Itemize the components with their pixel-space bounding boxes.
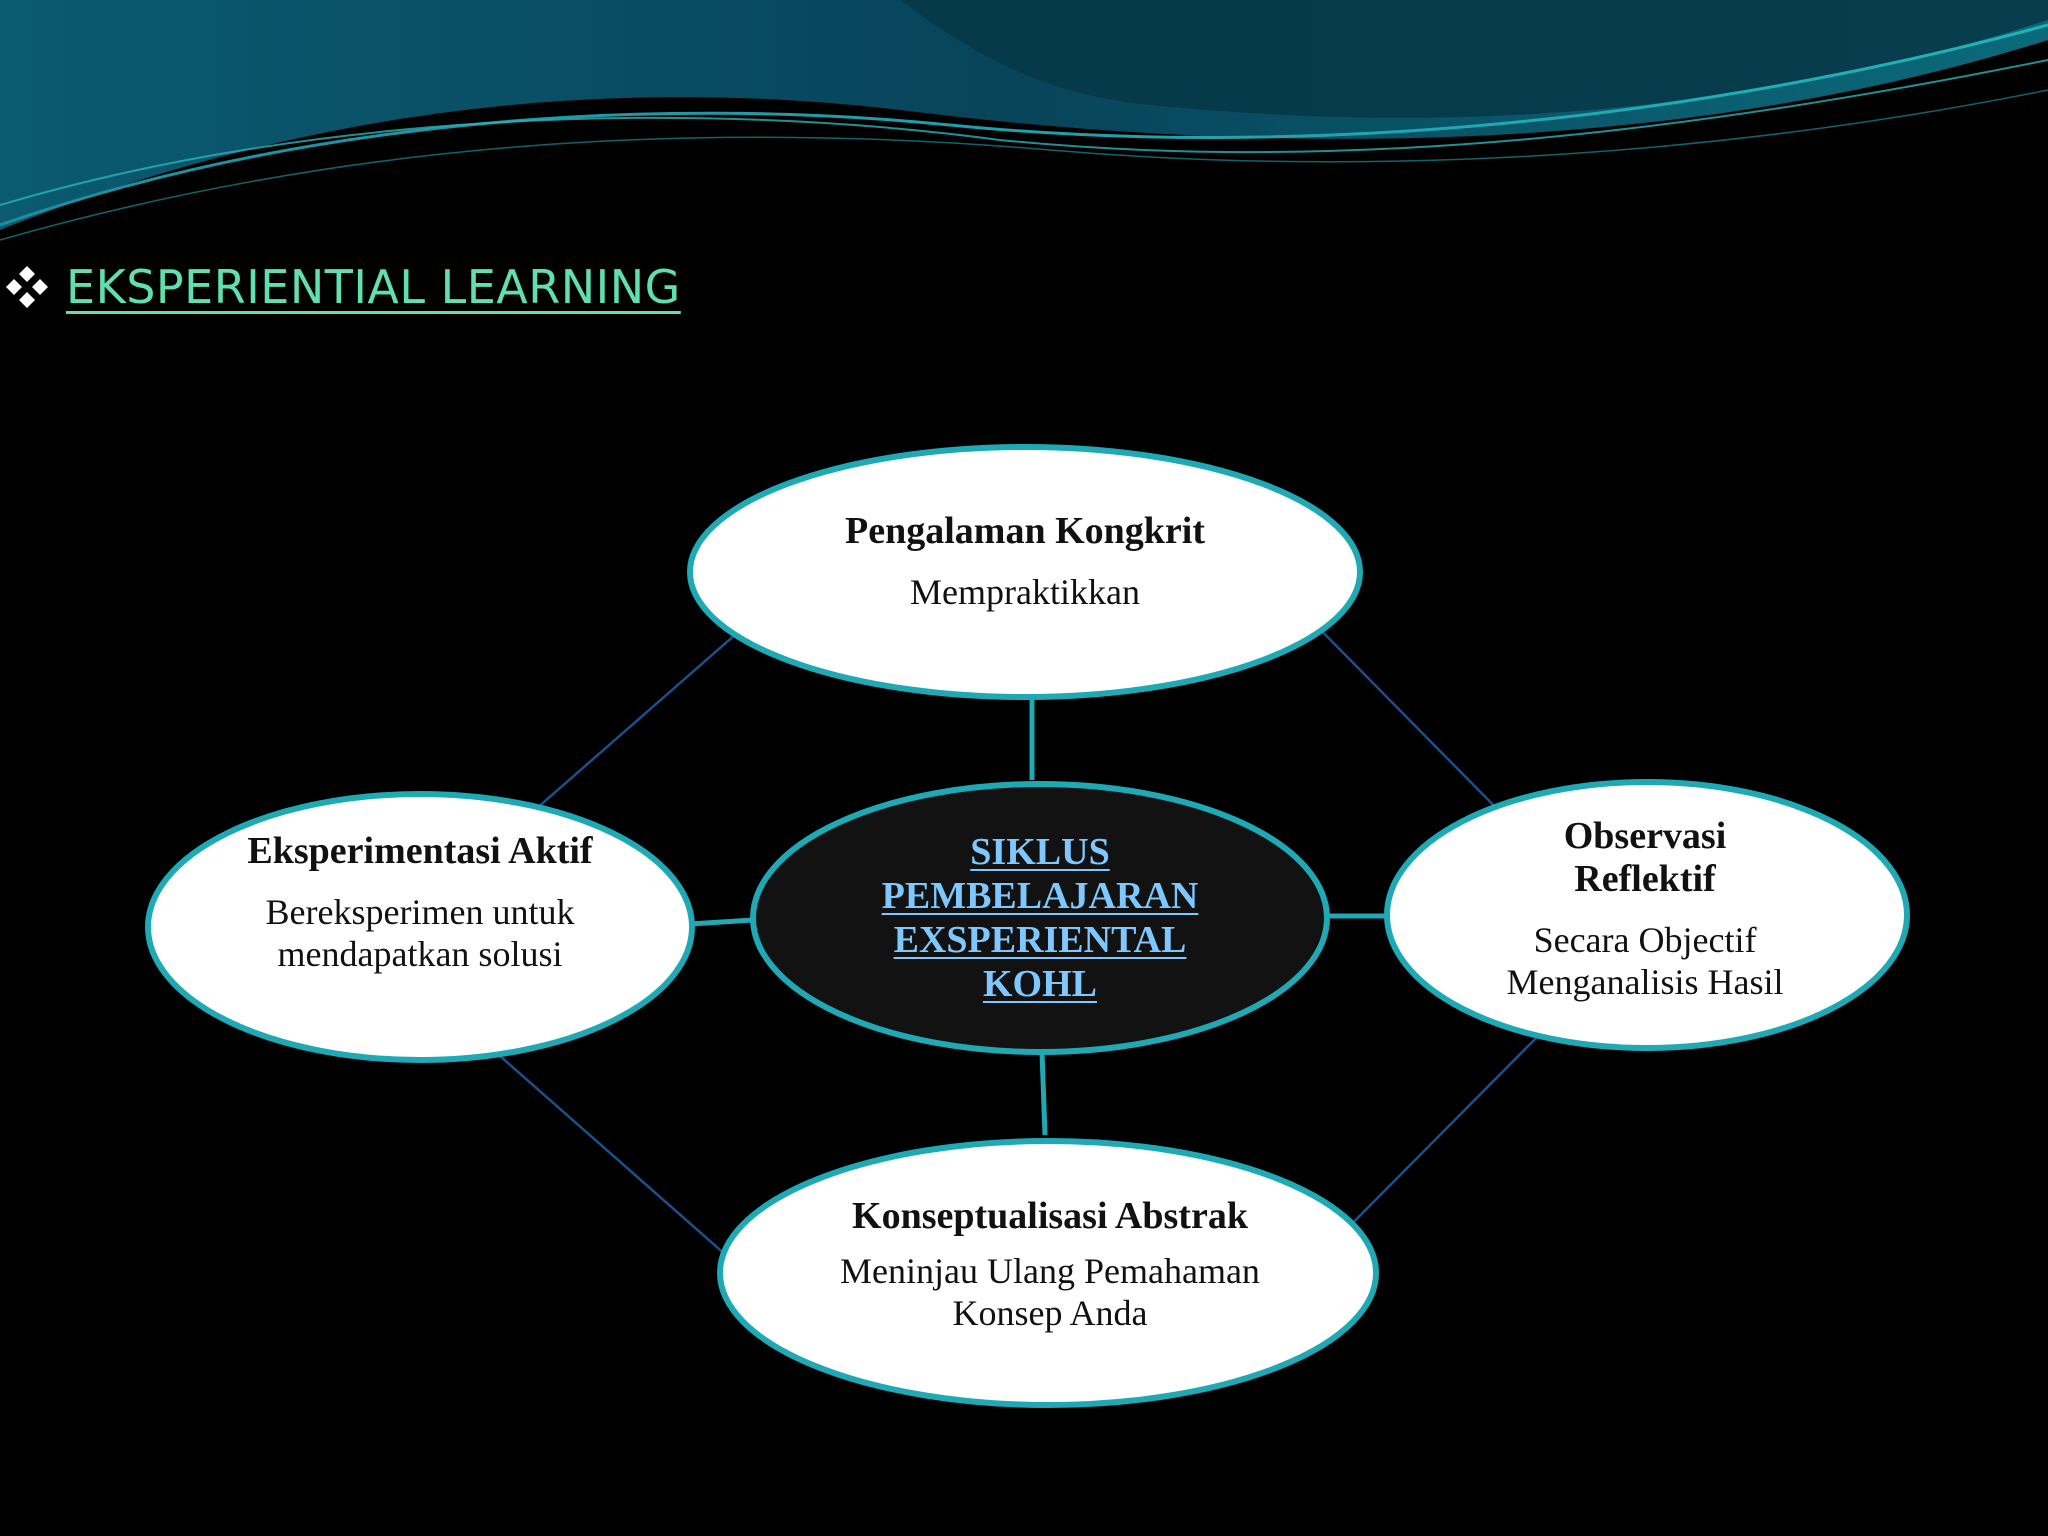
node-description: Mempraktikkan — [910, 572, 1140, 612]
node-center-siklus: SIKLUS PEMBELAJARAN EXSPERIENTAL KOHL — [790, 830, 1290, 1006]
node-description: Secara Objectif Menganalisis Hasil — [1506, 920, 1784, 1002]
center-label: SIKLUS PEMBELAJARAN EXSPERIENTAL KOHL — [881, 831, 1199, 1005]
ellipse-left — [145, 791, 695, 1063]
node-konseptualisasi-abstrak: Konseptualisasi Abstrak Meninjau Ulang P… — [740, 1195, 1360, 1334]
node-title: Observasi Reflektif — [1563, 815, 1727, 900]
node-title: Pengalaman Kongkrit — [845, 510, 1205, 552]
slide-title: EKSPERIENTIAL LEARNING — [66, 260, 681, 314]
ellipse-center — [750, 781, 1330, 1055]
node-title: Eksperimentasi Aktif — [247, 830, 593, 872]
arrow-left-to-top — [512, 605, 769, 830]
arrow-bottom-to-left — [483, 1041, 753, 1279]
node-pengalaman-kongkrit: Pengalaman Kongkrit Mempraktikkan — [720, 510, 1330, 613]
connector-center-left — [689, 917, 754, 927]
header-wave-decoration — [0, 0, 2048, 241]
ellipse-right — [1384, 779, 1910, 1051]
title-row: EKSPERIENTIAL LEARNING — [4, 252, 681, 322]
node-description: Bereksperimen untuk mendapatkan solusi — [265, 892, 575, 974]
node-description: Meninjau Ulang Pemahaman Konsep Anda — [840, 1251, 1260, 1333]
connector-center-bottom — [1039, 1051, 1048, 1136]
node-title: Konseptualisasi Abstrak — [852, 1195, 1248, 1237]
four-diamond-bullet-icon — [6, 266, 48, 308]
node-observasi-reflektif: Observasi Reflektif Secara Objectif Meng… — [1400, 815, 1890, 1003]
ellipse-top — [687, 444, 1363, 700]
ellipse-bottom — [717, 1138, 1379, 1408]
node-eksperimentasi-aktif: Eksperimentasi Aktif Bereksperimen untuk… — [175, 830, 665, 975]
arrow-top-to-right — [1295, 604, 1514, 826]
